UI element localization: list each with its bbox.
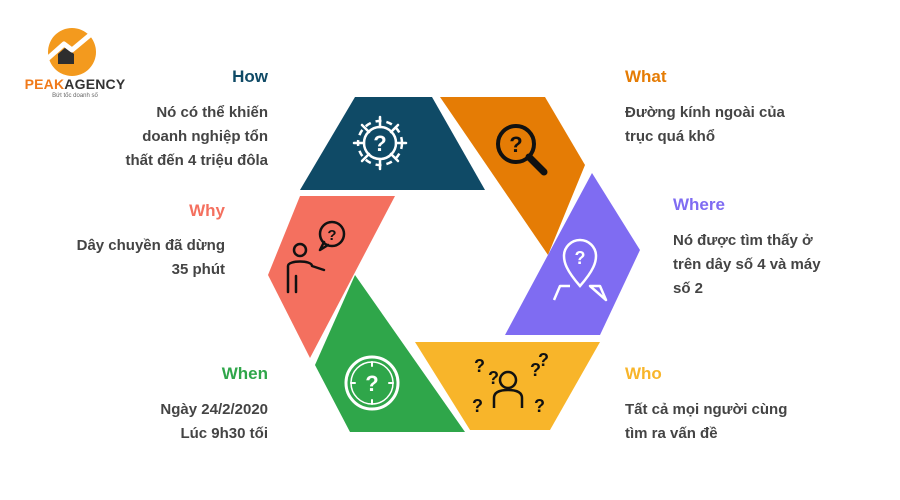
svg-text:?: ? — [530, 360, 541, 380]
desc-how-line: thất đến 4 triệu đôla — [125, 152, 268, 169]
desc-when: Ngày 24/2/2020 Lúc 9h30 tối — [8, 398, 268, 446]
segment-what — [440, 97, 585, 255]
svg-text:?: ? — [538, 350, 549, 370]
desc-why: Dây chuyền đã dừng 35 phút — [0, 234, 225, 282]
segment-how — [300, 97, 485, 190]
desc-what-line: Đường kính ngoài của — [625, 104, 785, 121]
label-where: Where — [673, 195, 725, 214]
svg-text:?: ? — [488, 368, 499, 388]
logo-mark-icon — [43, 26, 100, 76]
logo-word-rest: AGENCY — [64, 76, 126, 92]
svg-text:?: ? — [373, 131, 386, 156]
people-question-icon: ? ? ? ? ? ? — [472, 350, 549, 416]
desc-how: Nó có thể khiến doanh nghiệp tổn thất đế… — [8, 101, 268, 173]
label-why: Why — [189, 201, 225, 220]
segment-when — [315, 275, 465, 432]
map-pin-question-icon: ? — [552, 238, 608, 302]
svg-text:?: ? — [534, 396, 545, 416]
clock-question-icon: ? — [344, 355, 400, 411]
desc-where-line: số 2 — [673, 280, 704, 297]
svg-text:?: ? — [474, 356, 485, 376]
desc-what: Đường kính ngoài của trục quá khổ — [625, 101, 885, 149]
svg-text:?: ? — [575, 248, 586, 268]
desc-when-line: Ngày 24/2/2020 — [160, 401, 268, 418]
magnifier-question-icon: ? — [496, 124, 548, 176]
label-who: Who — [625, 364, 662, 383]
desc-when-line: Lúc 9h30 tối — [180, 425, 268, 442]
segment-why — [268, 196, 395, 358]
gear-question-icon: ? — [352, 115, 408, 171]
brand-logo: PEAKAGENCY Bứt tốc doanh số — [20, 20, 130, 105]
desc-where: Nó được tìm thấy ở trên dây số 4 và máy … — [673, 229, 900, 301]
logo-tagline: Bứt tốc doanh số — [52, 93, 98, 99]
desc-where-line: trên dây số 4 và máy — [673, 256, 821, 273]
desc-how-line: Nó có thể khiến — [156, 104, 268, 121]
svg-text:?: ? — [509, 132, 522, 157]
desc-why-line: 35 phút — [171, 261, 225, 278]
svg-text:?: ? — [327, 227, 336, 244]
segment-where — [505, 173, 640, 335]
person-question-icon: ? — [286, 220, 346, 294]
svg-text:?: ? — [472, 396, 483, 416]
label-what: What — [625, 67, 667, 86]
logo-word-accent: PEAK — [24, 76, 65, 92]
desc-why-line: Dây chuyền đã dừng — [76, 237, 225, 254]
desc-who: Tất cả mọi người cùng tìm ra vấn đề — [625, 398, 885, 446]
svg-text:?: ? — [365, 371, 378, 396]
segment-who — [415, 342, 600, 430]
desc-who-line: tìm ra vấn đề — [625, 425, 718, 442]
desc-where-line: Nó được tìm thấy ở — [673, 232, 813, 249]
label-when: When — [221, 364, 268, 383]
label-how: How — [232, 67, 268, 86]
desc-who-line: Tất cả mọi người cùng — [625, 401, 788, 418]
desc-what-line: trục quá khổ — [625, 128, 716, 145]
desc-how-line: doanh nghiệp tổn — [142, 128, 268, 145]
